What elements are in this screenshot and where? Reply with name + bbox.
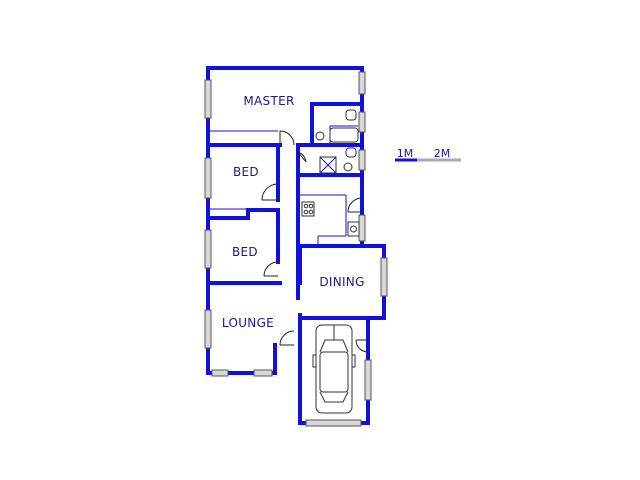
window-garage-right <box>364 359 372 401</box>
window-lounge-bottom2 <box>253 369 273 377</box>
window-bed2 <box>204 229 212 269</box>
fixtures <box>301 109 360 237</box>
basin-master <box>315 131 325 141</box>
window-kitchen <box>358 214 366 242</box>
garage-door <box>305 419 362 427</box>
room-label-lounge: LOUNGE <box>222 316 274 330</box>
door-master <box>279 130 295 146</box>
toilet-master <box>345 109 357 121</box>
doors <box>261 130 369 353</box>
window-bed1 <box>204 157 212 199</box>
door-kitchen <box>347 197 363 213</box>
windows <box>204 71 388 427</box>
thin-lines <box>208 125 358 246</box>
scale-label-2m: 2M <box>434 147 451 160</box>
room-label-master: MASTER <box>243 94 294 108</box>
window-lounge-bottom1 <box>211 369 229 377</box>
window-bath-right <box>358 111 366 133</box>
car-icon <box>312 324 356 414</box>
room-label-dining: DINING <box>319 275 364 289</box>
door-hall <box>297 151 307 163</box>
door-bed2 <box>263 261 279 277</box>
window-lounge-left <box>204 309 212 349</box>
toilet-wc <box>345 147 357 158</box>
scale-bar: 1M 2M <box>395 147 461 162</box>
room-label-bed1: BED <box>233 165 259 179</box>
interior-walls <box>206 102 370 425</box>
window-dining <box>380 257 388 297</box>
bathtub <box>329 127 359 143</box>
room-label-bed2: BED <box>232 245 258 259</box>
scale-label-1m: 1M <box>397 147 414 160</box>
window-master-left <box>204 79 212 119</box>
door-bed1 <box>261 183 279 201</box>
door-lounge <box>279 330 295 346</box>
basin-wc <box>343 162 353 172</box>
door-garage <box>355 339 369 353</box>
room-labels: MASTER BED BED DINING LOUNGE <box>222 94 364 330</box>
window-master-right <box>358 71 366 95</box>
window-wc-right <box>358 149 366 171</box>
